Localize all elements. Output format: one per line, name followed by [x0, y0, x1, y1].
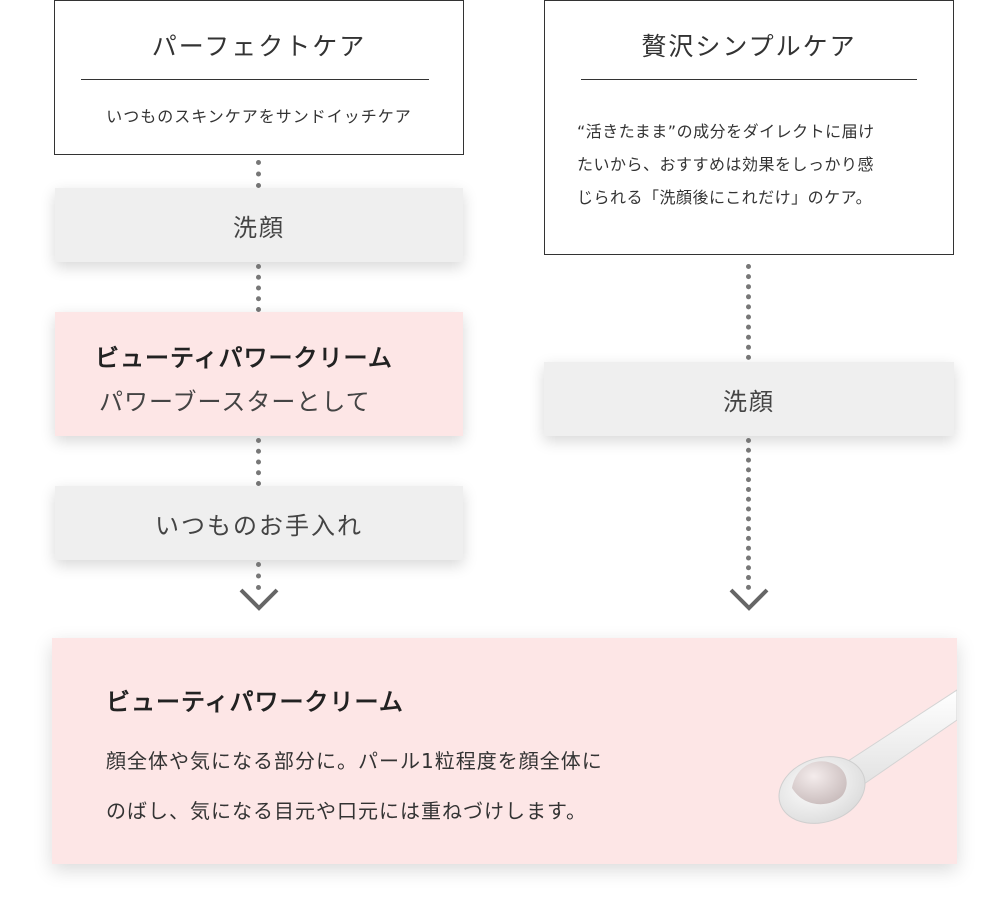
connector-dots: [256, 264, 261, 312]
perfect-care-header: パーフェクトケア いつものスキンケアをサンドイッチケア: [54, 0, 464, 155]
perfect-care-title: パーフェクトケア: [151, 32, 367, 61]
luxury-simple-care-header: 贅沢シンプルケア “活きたまま”の成分をダイレクトに届け たいから、おすすめは効…: [544, 0, 954, 255]
left-step-usual-care: いつものお手入れ: [55, 486, 463, 560]
divider: [581, 79, 917, 80]
final-cream-panel: ビューティパワークリーム 顔全体や気になる部分に。パール1粒程度を顔全体に のば…: [52, 638, 957, 864]
spatula-with-cream-image: [778, 689, 957, 824]
description-line: じられる「洗顔後にこれだけ」のケア。: [577, 188, 873, 207]
final-cream-instructions: 顔全体や気になる部分に。パール1粒程度を顔全体に のばし、気になる目元や口元には…: [106, 736, 746, 836]
luxury-simple-care-description: “活きたまま”の成分をダイレクトに届け たいから、おすすめは効果をしっかり感 じ…: [577, 115, 933, 214]
divider: [81, 79, 429, 80]
connector-dots: [746, 438, 751, 590]
instruction-line: のばし、気になる目元や口元には重ねづけします。: [106, 799, 587, 823]
connector-dots: [746, 264, 751, 360]
connector-dots: [256, 438, 261, 486]
description-line: “活きたまま”の成分をダイレクトに届け: [577, 122, 875, 141]
final-cream-title: ビューティパワークリーム: [106, 688, 404, 716]
cream-title: ビューティパワークリーム: [95, 344, 393, 372]
luxury-simple-care-title: 贅沢シンプルケア: [641, 32, 857, 61]
description-line: たいから、おすすめは効果をしっかり感: [577, 155, 875, 174]
left-step-beauty-power-cream: ビューティパワークリーム パワーブースターとして: [55, 312, 463, 436]
cream-subtitle: パワーブースターとして: [99, 388, 371, 416]
right-step-face-wash: 洗顔: [544, 362, 954, 436]
connector-dots: [256, 562, 261, 590]
left-step-face-wash: 洗顔: [55, 188, 463, 262]
perfect-care-subtitle: いつものスキンケアをサンドイッチケア: [106, 107, 412, 126]
chevron-down-icon: [239, 588, 279, 611]
chevron-down-icon: [729, 588, 769, 611]
connector-dots: [256, 160, 261, 188]
instruction-line: 顔全体や気になる部分に。パール1粒程度を顔全体に: [106, 749, 603, 773]
